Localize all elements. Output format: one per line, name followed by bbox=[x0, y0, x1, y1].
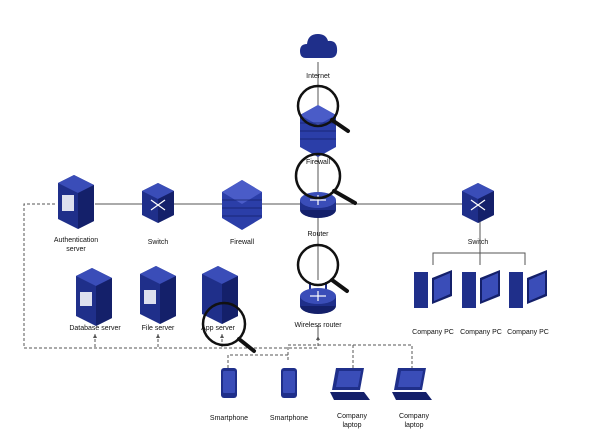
label-app-server: App server bbox=[201, 325, 235, 332]
label-switch-left: Switch bbox=[147, 239, 169, 246]
pc-icon bbox=[414, 270, 452, 308]
smartphone-icon bbox=[281, 368, 297, 398]
magnifier-icon bbox=[296, 243, 349, 293]
label-database-server: Database server bbox=[69, 325, 121, 332]
laptop-icon bbox=[392, 368, 432, 400]
router-icon bbox=[300, 192, 336, 218]
label-firewall-top: Firewall bbox=[305, 159, 331, 166]
firewall-icon bbox=[222, 180, 262, 230]
router-icon bbox=[300, 282, 336, 314]
firewall-icon bbox=[300, 105, 336, 157]
server-icon bbox=[58, 175, 94, 229]
label-company-laptop-1: Company laptop bbox=[337, 413, 367, 429]
label-file-server: File server bbox=[141, 325, 175, 332]
label-wireless-router: Wireless router bbox=[294, 322, 342, 329]
smartphone-icon bbox=[221, 368, 237, 398]
label-company-pc-1: Company PC bbox=[412, 329, 454, 336]
label-switch-right: Switch bbox=[467, 239, 489, 246]
label-firewall-mid: Firewall bbox=[229, 239, 255, 246]
label-company-pc-2: Company PC bbox=[460, 329, 502, 336]
magnifier-icon bbox=[201, 301, 256, 353]
switch-icon bbox=[142, 183, 174, 223]
label-authentication-server: Authentication server bbox=[53, 237, 99, 253]
laptop-icon bbox=[330, 368, 370, 400]
label-company-laptop-2: Company laptop bbox=[399, 413, 429, 429]
pc-icon bbox=[462, 270, 500, 308]
label-smartphone-2: Smartphone bbox=[269, 415, 309, 422]
pc-icon bbox=[509, 270, 547, 308]
label-company-pc-3: Company PC bbox=[507, 329, 549, 336]
server-icon bbox=[76, 268, 112, 326]
cloud-icon bbox=[300, 34, 338, 58]
server-icon bbox=[202, 266, 238, 324]
switch-icon bbox=[462, 183, 494, 223]
label-internet: Internet bbox=[306, 73, 330, 80]
label-router: Router bbox=[307, 231, 329, 238]
magnifier-icon bbox=[294, 152, 357, 205]
label-smartphone-1: Smartphone bbox=[209, 415, 249, 422]
magnifier-icon bbox=[296, 84, 350, 133]
arrow-up-icon bbox=[93, 334, 320, 340]
server-icon bbox=[140, 266, 176, 324]
